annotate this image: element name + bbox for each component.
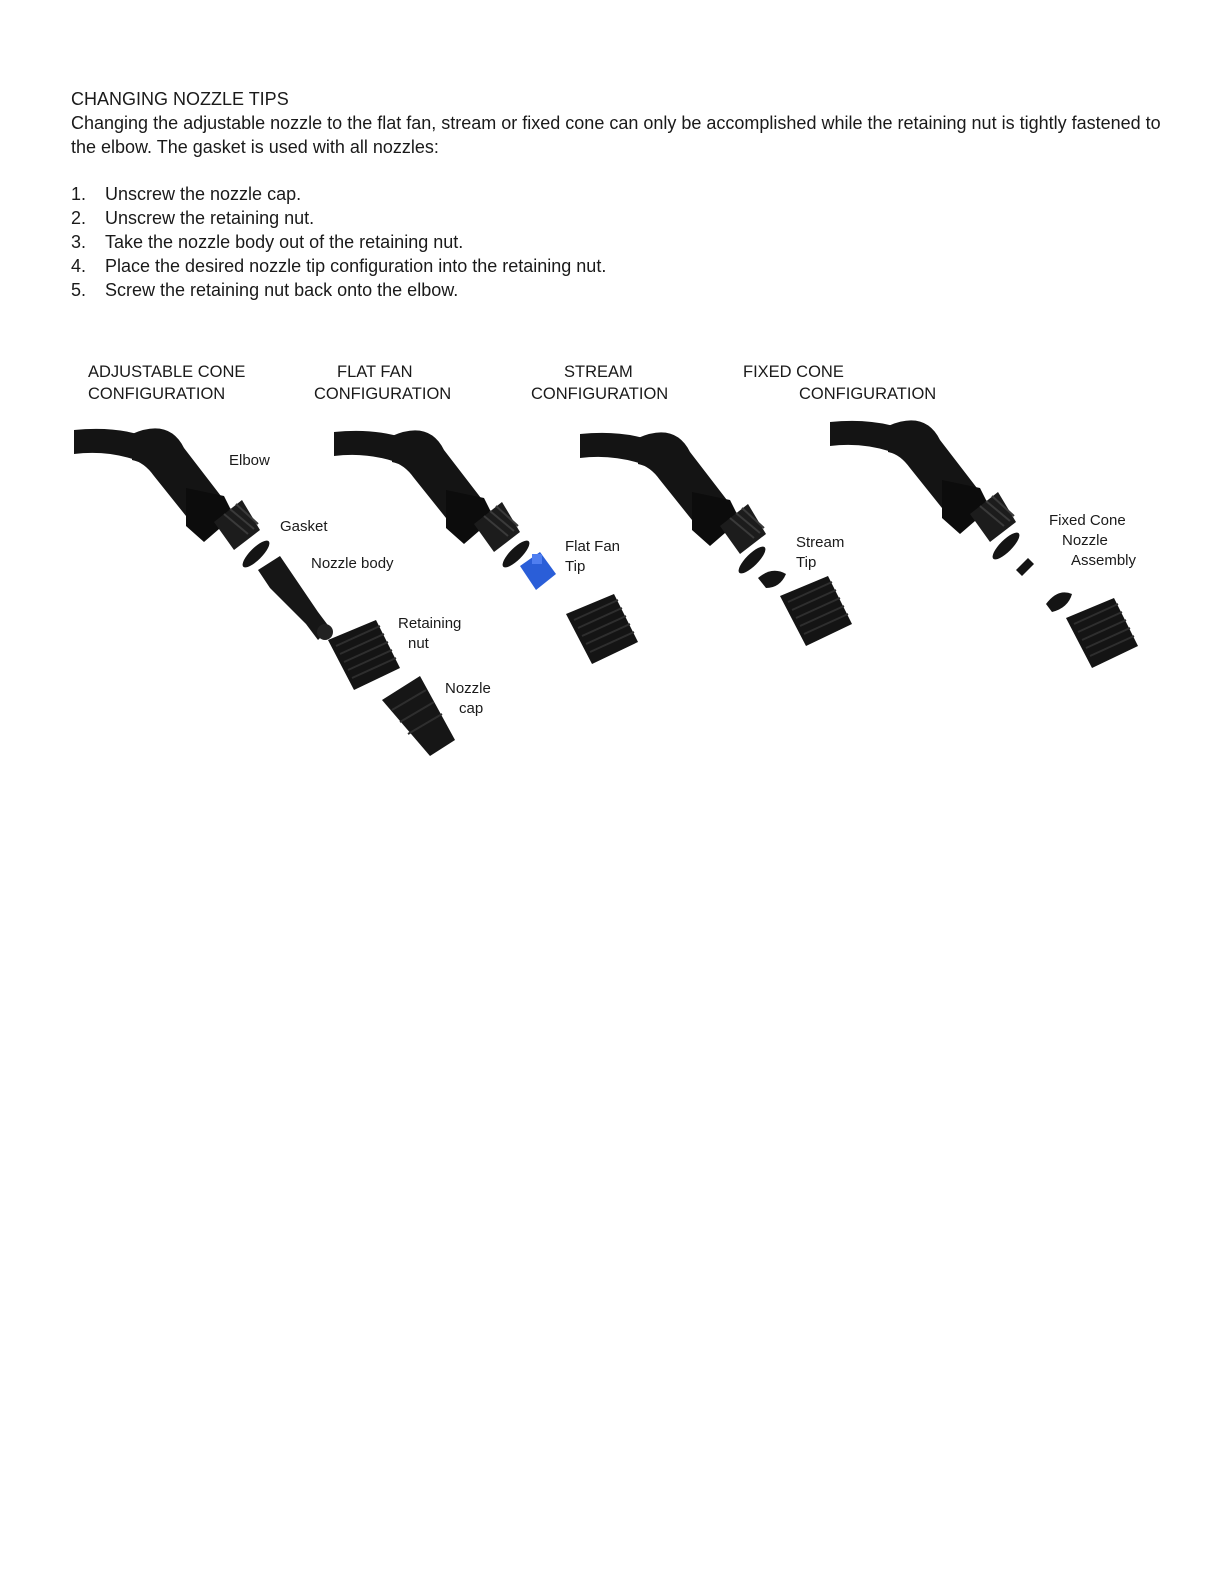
label-nozzle-body: Nozzle body — [311, 555, 394, 572]
nozzle-parts-illustration — [73, 419, 1139, 756]
list-item: 1.Unscrew the nozzle cap. — [71, 184, 302, 204]
list-item: 5.Screw the retaining nut back onto the … — [71, 280, 459, 300]
nozzle-cap-part — [382, 676, 455, 756]
steps-list: 1.Unscrew the nozzle cap. 2.Unscrew the … — [71, 182, 606, 302]
fixed-cone-nozzle-part — [1046, 592, 1072, 612]
nozzle-body-part — [258, 556, 333, 640]
page-title: CHANGING NOZZLE TIPS — [71, 89, 289, 109]
label-elbow: Elbow — [229, 452, 270, 469]
list-item: 3.Take the nozzle body out of the retain… — [71, 232, 464, 252]
fixed-cone-assembly-illustration — [829, 419, 1139, 669]
flat-fan-assembly-illustration — [333, 429, 639, 665]
label-gasket: Gasket — [280, 518, 328, 535]
intro-paragraph: Changing the adjustable nozzle to the fl… — [71, 113, 1161, 157]
stream-tip-part — [758, 570, 786, 588]
stream-assembly-illustration — [579, 431, 853, 647]
list-item: 4.Place the desired nozzle tip configura… — [71, 256, 607, 276]
list-item: 2.Unscrew the retaining nut. — [71, 208, 315, 228]
adjustable-cone-assembly-illustration — [73, 427, 455, 756]
flat-fan-tip-part — [520, 552, 556, 590]
